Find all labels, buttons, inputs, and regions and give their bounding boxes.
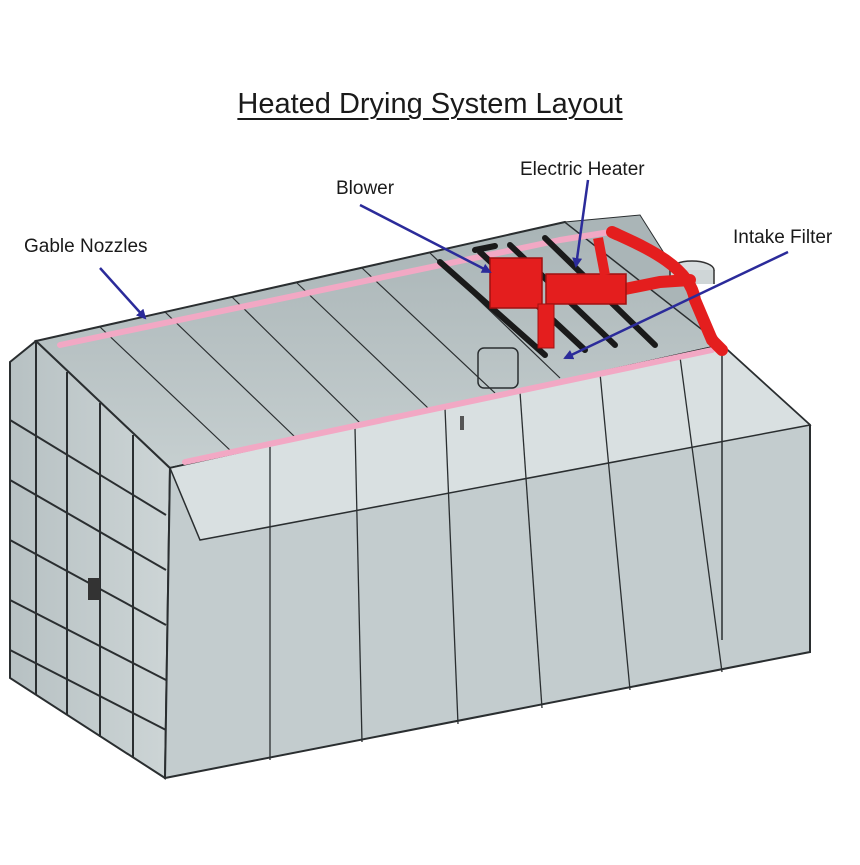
gable-nozzles-label: Gable Nozzles (24, 236, 148, 257)
door-handle-icon (88, 578, 100, 600)
gable-end-wall (9, 339, 172, 780)
side-wall (163, 343, 812, 780)
diagram-title: Heated Drying System Layout (237, 88, 623, 120)
electric-heater-box (545, 273, 627, 305)
blower-heater-assembly (489, 226, 728, 356)
intake-filter-label: Intake Filter (733, 227, 833, 248)
electric-heater-label: Electric Heater (520, 159, 645, 180)
roof-hatch (477, 347, 519, 389)
blower-box (489, 257, 543, 309)
blower-label: Blower (336, 178, 395, 199)
gable-nozzle-pipes (57, 229, 715, 465)
leader-arrows (99, 179, 789, 360)
